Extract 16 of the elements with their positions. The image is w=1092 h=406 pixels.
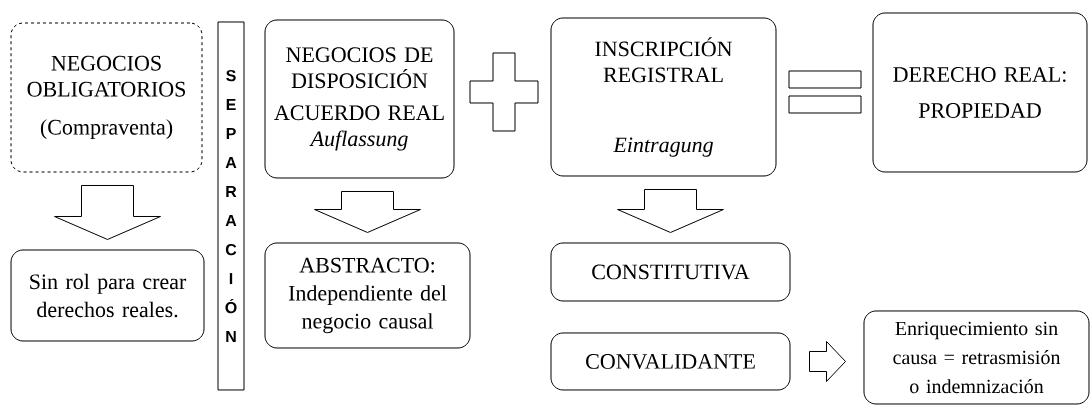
result-box: DERECHO REAL: PROPIEDAD [872,12,1088,173]
block-arrow [617,189,724,233]
block-arrow [809,341,846,382]
process-box: NEGOCIOS OBLIGATORIOS (Compraventa) [10,22,203,173]
outcome-box: Sin rol para crear derechos reales. [10,249,205,342]
outcome-box: Enriquecimiento sin causa = retrasmisión o indemnización [863,310,1090,405]
outcome-box: ABSTRACTO: Independiente del negocio causal [264,242,471,349]
outcome-box: CONSTITUTIVA [550,242,791,302]
block-arrow [314,191,421,233]
equals-sign [788,70,862,114]
process-box: NEGOCIOS DE DISPOSICIÓN ACUERDO REAL Auflassung [264,19,455,179]
plus-sign [469,52,539,132]
process-box: INSCRIPCIÓN REGISTRAL Eintragung [550,17,777,177]
separator-bar: SEPARACIÓN [217,21,245,391]
outcome-box: CONVALIDANTE [550,332,791,391]
block-arrow [54,185,161,240]
